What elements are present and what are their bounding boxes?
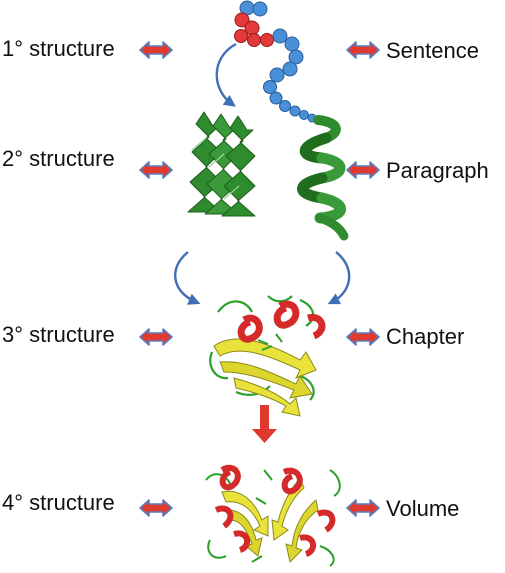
double-arrow-icon [346, 499, 380, 517]
double-arrow-icon [346, 41, 380, 59]
double-arrow-icon [139, 499, 173, 517]
paragraph-analogy-label: Paragraph [386, 158, 489, 183]
curved-arrow-icon [215, 42, 237, 107]
sentence-analogy-label: Sentence [386, 38, 479, 63]
curved-arrow-icon [174, 251, 201, 305]
beta-sheet [187, 111, 256, 217]
curved-arrow-icon [327, 251, 351, 305]
secondary-structure-label: 2° structure [2, 146, 115, 171]
tertiary-structure-label: 3° structure [2, 322, 115, 347]
down-arrow-icon [252, 405, 277, 443]
primary-structure-label: 1° structure [2, 36, 115, 61]
double-arrow-icon [139, 161, 173, 179]
double-arrow-icon [139, 41, 173, 59]
double-arrow-icon [139, 328, 173, 346]
double-arrow-icon [346, 328, 380, 346]
chapter-analogy-label: Chapter [386, 324, 465, 349]
tertiary-protein-fold [209, 295, 326, 417]
alpha-helix [297, 115, 349, 241]
quaternary-structure-label: 4° structure [2, 490, 115, 515]
volume-analogy-label: Volume [386, 496, 460, 521]
quaternary-protein-assembly [205, 465, 341, 567]
amino-acid-chain [234, 0, 323, 124]
double-arrow-icon [346, 161, 380, 179]
